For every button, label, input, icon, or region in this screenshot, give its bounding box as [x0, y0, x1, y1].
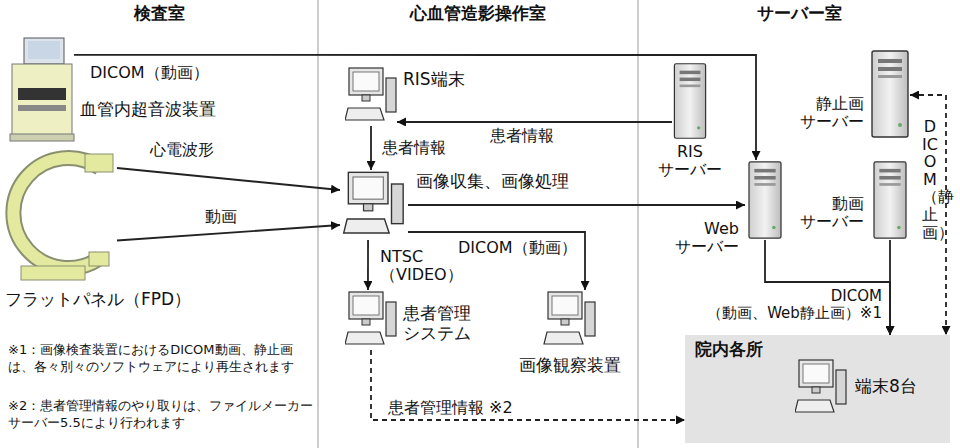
connector	[367, 240, 369, 290]
connector	[117, 225, 340, 240]
text-line: サーバー	[800, 113, 864, 131]
node-label: RIS端末	[403, 70, 465, 90]
edge-label: DICOM（静止画）	[922, 118, 938, 241]
text-line: RIS	[677, 143, 703, 161]
device-node: 院内各所端末8台	[685, 335, 950, 443]
text-line: （VIDEO）	[380, 266, 463, 284]
node-label: 静止画 サーバー	[800, 95, 864, 132]
connector	[408, 204, 745, 206]
text-line: 患者管理	[403, 304, 471, 324]
pc-icon	[345, 68, 396, 120]
text-line: サーバー	[800, 213, 864, 231]
connector	[397, 121, 672, 123]
device-node: Web サーバー	[745, 160, 785, 240]
text-line: DICOM	[831, 288, 882, 305]
node-label: Web サーバー	[675, 220, 739, 257]
room-divider	[318, 0, 319, 448]
node-label: 端末8台	[855, 377, 917, 397]
text-line: NTSC	[380, 248, 423, 266]
device-node: フラットパネル（FPD）	[5, 148, 117, 284]
text-line: 動画	[832, 195, 864, 213]
device-node: 患者管理 システム	[345, 290, 397, 350]
node-label: 血管内超音波装置	[80, 100, 216, 120]
c-arm-fpd	[13, 154, 113, 280]
node-label: 院内各所	[695, 340, 763, 360]
edge-label: DICOM （動画、Web静止画）※1	[707, 288, 882, 323]
device-node: 静止画 サーバー	[870, 48, 910, 140]
edge-label: 動画	[205, 208, 237, 226]
node-label: 患者管理 システム	[403, 304, 471, 343]
edge-label: 心電波形	[150, 141, 214, 159]
device-node: 端末8台	[795, 357, 847, 419]
edge-label: DICOM（動画）	[90, 64, 209, 82]
device-node: RIS端末	[345, 66, 397, 126]
device-node: 画像観察装置	[542, 290, 598, 350]
room-heading: 心血管造影操作室	[410, 4, 546, 24]
x-ray-tube	[89, 252, 109, 266]
area-panel	[685, 335, 950, 443]
device-panel	[18, 105, 66, 111]
footnote: ※2：患者管理情報のやり取りは、ファイルメーカーサーバー5.5により行われます	[8, 398, 314, 432]
device-node: 動画 サーバー	[870, 160, 910, 240]
text-line: Web	[704, 220, 739, 238]
pc-icon	[795, 360, 846, 412]
connector	[74, 55, 756, 160]
room-heading: 検査室	[134, 4, 185, 24]
device-node: 血管内超音波装置	[8, 38, 74, 142]
device-panel	[18, 88, 66, 100]
c-arm-outline	[13, 158, 100, 268]
node-label: 画像収集、画像処理	[416, 172, 569, 192]
c-arm	[13, 158, 100, 268]
device-monitor	[24, 38, 64, 64]
pc-icon	[345, 292, 396, 344]
room-heading: サーバー室	[757, 4, 842, 24]
node-label: 画像観察装置	[519, 356, 621, 376]
connector	[117, 168, 340, 190]
pc-icon	[344, 172, 404, 233]
room-divider	[638, 0, 639, 448]
edge-label: 患者管理情報 ※2	[388, 399, 513, 417]
ivus-device	[10, 38, 74, 141]
text-line: サーバー	[675, 238, 739, 256]
server-icon	[872, 51, 908, 137]
device-body	[12, 64, 72, 136]
device-node: RIS サーバー	[672, 62, 708, 140]
dashed-connector	[371, 350, 685, 420]
text-line: （動画、Web静止画）※1	[707, 305, 882, 322]
pc-icon	[544, 292, 595, 344]
server-icon	[749, 162, 781, 238]
c-arm-base	[21, 266, 85, 280]
server-icon	[874, 162, 906, 238]
dashed-connector	[910, 95, 946, 335]
device-base	[10, 134, 74, 141]
node-label: 動画 サーバー	[800, 195, 864, 232]
edge-label: 患者情報	[490, 127, 554, 145]
edge-label: 患者情報	[382, 139, 446, 157]
connector	[889, 240, 891, 335]
text-line: システム	[403, 324, 471, 344]
footnote: ※1：画像検査装置におけるDICOM動画、静止画は、各々別々のソフトウェアにより…	[8, 342, 314, 376]
server-icon	[674, 64, 705, 139]
device-node: 画像収集、画像処理	[340, 170, 408, 240]
text-line: サーバー	[658, 161, 722, 179]
node-label: RIS サーバー	[658, 143, 722, 180]
node-label: フラットパネル（FPD）	[5, 290, 191, 310]
device-screen	[28, 41, 60, 59]
text-line: 静止画	[816, 95, 864, 113]
edge-label: DICOM（動画）	[458, 239, 577, 257]
connector	[370, 126, 372, 170]
edge-label: NTSC （VIDEO）	[380, 248, 463, 285]
flat-panel-detector	[85, 154, 113, 172]
